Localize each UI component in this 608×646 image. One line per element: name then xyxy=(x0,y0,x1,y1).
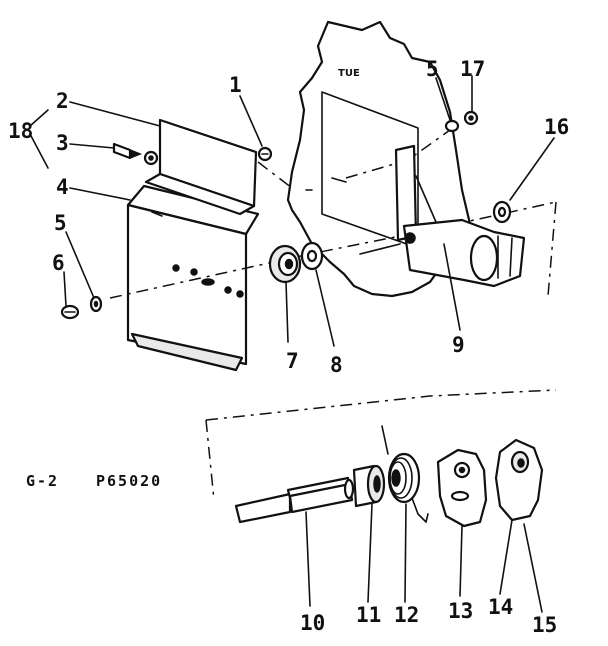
label-3: 3 xyxy=(56,131,69,155)
label-5-left: 5 xyxy=(54,211,67,235)
screw-part-6 xyxy=(60,304,80,320)
figure-code: G-2 xyxy=(26,472,59,490)
spring-part-12 xyxy=(381,425,429,523)
figure-caption: G-2 P65020 xyxy=(26,472,162,490)
label-11: 11 xyxy=(356,603,381,627)
switch-mechanism-part-9 xyxy=(359,144,526,288)
o-ring-part-16 xyxy=(492,200,512,224)
leader-lines xyxy=(29,75,555,613)
label-16: 16 xyxy=(544,115,569,139)
washer-part-5-top xyxy=(444,119,460,133)
label-7: 7 xyxy=(286,349,299,373)
label-15: 15 xyxy=(532,613,557,637)
screw-part-3 xyxy=(112,142,143,160)
part-number: P65020 xyxy=(96,472,162,490)
plate-marking: TUE xyxy=(338,68,360,79)
label-13: 13 xyxy=(448,599,473,623)
screw-part-1 xyxy=(257,146,273,162)
label-4: 4 xyxy=(56,175,69,199)
washer-part-8 xyxy=(300,241,324,271)
label-5-top: 5 xyxy=(426,57,439,81)
label-8: 8 xyxy=(330,353,343,377)
knob-insert-part-14 xyxy=(494,438,544,522)
washer-part-5-left xyxy=(89,295,103,313)
label-9: 9 xyxy=(452,333,465,357)
label-2: 2 xyxy=(56,89,69,113)
grommet-part-7 xyxy=(268,244,302,284)
shaft-part-10 xyxy=(234,476,355,524)
label-1: 1 xyxy=(229,73,242,97)
label-17: 17 xyxy=(460,57,485,81)
cam-part-13 xyxy=(436,448,488,528)
label-10: 10 xyxy=(300,611,325,635)
bushing-part-11 xyxy=(352,464,386,508)
label-14: 14 xyxy=(488,595,513,619)
cover-bracket xyxy=(143,118,258,216)
label-18: 18 xyxy=(8,119,33,143)
label-6: 6 xyxy=(52,251,65,275)
switch-housing xyxy=(126,184,260,372)
nut-part-17 xyxy=(463,110,479,126)
part-labels: 1 2 3 4 5 5 6 7 8 9 10 11 12 13 14 15 16… xyxy=(8,57,569,637)
label-12: 12 xyxy=(394,603,419,627)
